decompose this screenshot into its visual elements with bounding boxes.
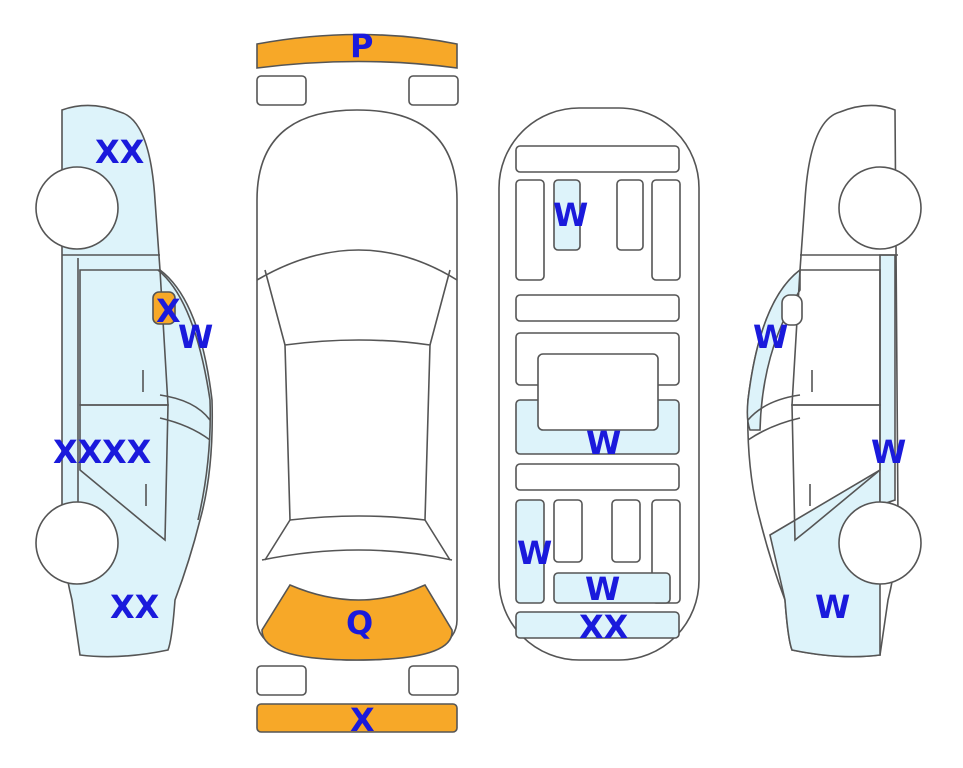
label-left-front-door: W	[178, 318, 213, 356]
label-left-rear-door-b: XX	[102, 433, 152, 471]
under-front-right-rail	[651, 179, 681, 281]
left-rear-wheel	[35, 501, 119, 585]
top-windshield-line	[256, 249, 458, 281]
label-right-rear-quarter: W	[815, 588, 850, 626]
right-mirror	[781, 294, 803, 326]
under-rear-bar	[515, 463, 680, 491]
under-rear-slot-b	[611, 499, 641, 563]
front-left-plate	[256, 75, 307, 106]
rear-deck[interactable]	[261, 583, 453, 661]
label-under-middle: W	[586, 424, 621, 462]
left-mirror[interactable]	[152, 291, 176, 325]
under-mid-bar	[515, 294, 680, 322]
under-rear-bottom-bar[interactable]	[515, 611, 680, 639]
label-left-rear-quarter: XX	[110, 588, 160, 626]
under-rear-left-panel[interactable]	[515, 499, 545, 604]
label-left-upper-fender: XX	[95, 133, 145, 171]
left-side-view	[35, 104, 214, 658]
left-side-window-strip	[157, 269, 212, 521]
rear-left-plate	[256, 665, 307, 696]
label-rear-deck: Q	[346, 604, 373, 642]
under-tank	[537, 353, 659, 431]
left-rear-door-outline[interactable]	[79, 404, 169, 542]
damage-labels: XX X W XX XX XX P Q X W W W W XX W W W	[53, 27, 906, 739]
right-front-wheel	[838, 166, 922, 250]
underside-view	[498, 107, 700, 661]
under-rear-slot-a	[553, 499, 583, 563]
top-pillar-right	[424, 269, 451, 561]
label-rear-bumper: X	[350, 701, 375, 739]
right-side-view	[746, 104, 922, 658]
front-right-plate	[408, 75, 459, 106]
top-body-outline[interactable]	[256, 109, 458, 661]
top-rear-window-line	[261, 549, 453, 561]
under-front-left-rail	[515, 179, 545, 281]
label-front-bumper: P	[350, 27, 373, 65]
label-right-front-door: W	[753, 318, 788, 356]
under-front-bar	[515, 145, 680, 173]
right-rear-door-outline	[791, 404, 881, 542]
rear-bumper[interactable]	[256, 703, 458, 733]
under-front-right-slot	[616, 179, 644, 251]
top-view	[256, 33, 459, 733]
right-window-glass	[747, 394, 801, 441]
label-under-rear-center: W	[585, 570, 620, 608]
under-rear-center-panel[interactable]	[553, 572, 671, 604]
label-left-rear-door-a: XX	[53, 433, 103, 471]
rear-right-plate	[408, 665, 459, 696]
left-window-glass	[159, 394, 211, 441]
label-under-rear-bar: XX	[579, 608, 629, 646]
front-bumper[interactable]	[256, 33, 458, 69]
label-under-rear-left: W	[517, 534, 552, 572]
under-front-panel[interactable]	[553, 179, 581, 251]
left-front-wheel	[35, 166, 119, 250]
label-right-rear-pillar: W	[871, 433, 906, 471]
label-under-front: W	[553, 196, 588, 234]
top-pillar-left	[264, 269, 291, 561]
top-roof-outline	[284, 339, 431, 521]
label-left-mirror: X	[156, 292, 181, 330]
right-rear-wheel	[838, 501, 922, 585]
